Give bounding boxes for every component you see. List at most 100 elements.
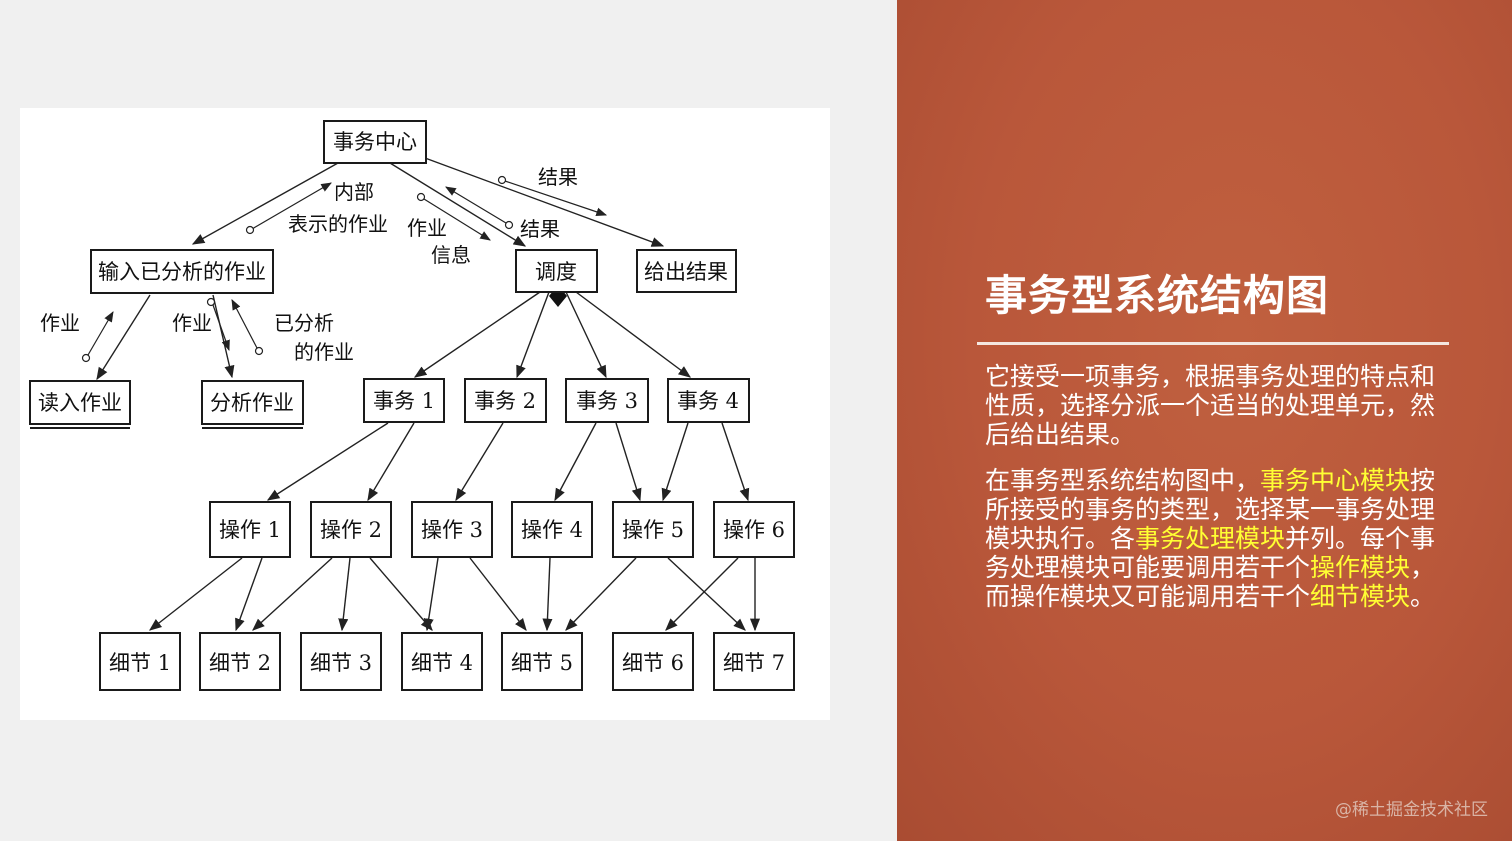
svg-text:细节 2: 细节 2 bbox=[209, 651, 271, 675]
para-text: 按所接受的事务的类型，选择某一事务处理模块执行。各 bbox=[985, 466, 1436, 553]
edge-o2-d2 bbox=[252, 557, 333, 631]
svg-text:操作 1: 操作 1 bbox=[219, 518, 281, 542]
edge-o4-d5 bbox=[542, 557, 553, 632]
edge-o2-d4 bbox=[369, 557, 433, 631]
edge-t1-o2 bbox=[367, 422, 415, 502]
node-operation-1: 操作 1 bbox=[209, 501, 291, 558]
node-transaction-2: 事务 2 bbox=[464, 378, 547, 423]
flow-internal-job bbox=[251, 182, 332, 230]
flow-internal-job-ring bbox=[245, 225, 255, 235]
svg-text:事务 1: 事务 1 bbox=[373, 389, 435, 413]
edge-t4-o5 bbox=[661, 422, 689, 502]
label-job-read: 作业 bbox=[40, 311, 80, 335]
flow-job-read-ring bbox=[81, 353, 91, 363]
node-detail-3: 细节 3 bbox=[300, 632, 382, 691]
node-read-job: 读入作业 bbox=[29, 380, 131, 429]
node-detail-4: 细节 4 bbox=[401, 632, 483, 691]
flow-job-analyze bbox=[212, 304, 230, 352]
flow-labels: 内部 表示的作业 作业 信息 结果 结果 作业 作业 已分析 的作业 bbox=[40, 165, 578, 364]
flow-job-read bbox=[87, 311, 114, 356]
flow-analyzed-job bbox=[231, 299, 258, 349]
diagram-panel: 内部 表示的作业 作业 信息 结果 结果 作业 作业 已分析 的作业 事务中心 … bbox=[20, 108, 830, 720]
para-text: 。 bbox=[1410, 582, 1436, 611]
label-result-dispatch: 结果 bbox=[520, 217, 560, 241]
svg-text:分析作业: 分析作业 bbox=[210, 391, 294, 415]
svg-text:事务 2: 事务 2 bbox=[474, 389, 536, 413]
node-operation-6: 操作 6 bbox=[713, 501, 795, 558]
flow-result-output bbox=[504, 180, 608, 216]
flow-analyzed-job-ring bbox=[254, 346, 264, 356]
para-text: 并列。每个事务处理模块可能要调用若干个 bbox=[985, 524, 1436, 582]
node-transaction-4: 事务 4 bbox=[667, 378, 750, 423]
explanation-paragraph: 在事务型系统结构图中，事务中心模块按所接受的事务的类型，选择某一事务处理模块执行… bbox=[985, 466, 1445, 611]
svg-text:细节 1: 细节 1 bbox=[109, 651, 171, 675]
highlight-detail-module: 细节模块 bbox=[1310, 582, 1411, 611]
edge-o1-d1 bbox=[149, 557, 243, 631]
edge-o5-d5 bbox=[565, 557, 637, 631]
flow-result-output-ring bbox=[497, 175, 507, 185]
label-internal-2: 表示的作业 bbox=[288, 212, 388, 236]
node-operation-2: 操作 2 bbox=[310, 501, 392, 558]
flow-job-info-ring bbox=[416, 192, 426, 202]
svg-text:操作 3: 操作 3 bbox=[421, 518, 483, 542]
edge-o3-d5 bbox=[469, 557, 527, 631]
flow-result-dispatch bbox=[445, 186, 507, 224]
svg-text:调度: 调度 bbox=[535, 260, 577, 284]
edge-dispatch-t3 bbox=[565, 291, 607, 379]
label-internal-1: 内部 bbox=[334, 180, 374, 204]
node-transaction-3: 事务 3 bbox=[565, 378, 649, 423]
node-dispatch: 调度 bbox=[515, 249, 598, 293]
label-job-info-2: 信息 bbox=[431, 243, 471, 267]
svg-text:输入已分析的作业: 输入已分析的作业 bbox=[98, 260, 266, 284]
edge-o1-d2 bbox=[235, 557, 263, 632]
highlight-operation-module: 操作模块 bbox=[1310, 553, 1411, 582]
edge-t3-o4 bbox=[554, 422, 597, 502]
edge-dispatch-t1 bbox=[413, 291, 541, 378]
flow-job-analyze-ring bbox=[206, 297, 216, 307]
svg-text:事务中心: 事务中心 bbox=[333, 130, 417, 154]
edge-input-read bbox=[96, 294, 151, 381]
para-text: ，而操作模块又可能调用若干个 bbox=[985, 553, 1436, 611]
node-transaction-1: 事务 1 bbox=[363, 378, 445, 423]
node-detail-7: 细节 7 bbox=[713, 632, 795, 691]
svg-text:给出结果: 给出结果 bbox=[644, 260, 728, 284]
edge-t4-o6 bbox=[721, 422, 750, 502]
para-text: 在事务型系统结构图中， bbox=[985, 466, 1261, 495]
edge-dispatch-t4 bbox=[575, 291, 692, 378]
node-operation-4: 操作 4 bbox=[511, 501, 593, 558]
svg-text:操作 5: 操作 5 bbox=[622, 518, 684, 542]
edge-t3-o5 bbox=[615, 422, 642, 502]
title-divider bbox=[977, 342, 1449, 345]
data-flows bbox=[81, 175, 608, 363]
node-detail-5: 细节 5 bbox=[501, 632, 583, 691]
highlight-center-module: 事务中心模块 bbox=[1260, 466, 1411, 495]
edge-t2-o3 bbox=[455, 422, 504, 502]
svg-text:细节 4: 细节 4 bbox=[411, 651, 473, 675]
edge-center-input bbox=[191, 162, 339, 245]
node-analyze-job: 分析作业 bbox=[201, 380, 304, 429]
node-transaction-center: 事务中心 bbox=[323, 120, 427, 164]
node-detail-1: 细节 1 bbox=[99, 632, 181, 691]
svg-text:操作 6: 操作 6 bbox=[723, 518, 785, 542]
flow-result-dispatch-ring bbox=[504, 220, 514, 230]
call-edges bbox=[96, 157, 761, 632]
node-operation-3: 操作 3 bbox=[411, 501, 493, 558]
description-panel: 事务型系统结构图 它接受一项事务，根据事务处理的特点和性质，选择分派一个适当的处… bbox=[897, 0, 1512, 841]
svg-text:事务 3: 事务 3 bbox=[576, 389, 638, 413]
flow-job-info bbox=[423, 198, 491, 241]
edge-o2-d3 bbox=[338, 557, 351, 632]
watermark: @稀土掘金技术社区 bbox=[1335, 800, 1488, 820]
edge-t1-o1 bbox=[266, 422, 389, 501]
svg-text:细节 5: 细节 5 bbox=[511, 651, 573, 675]
edge-o3-d4 bbox=[423, 557, 439, 632]
svg-text:细节 3: 细节 3 bbox=[310, 651, 372, 675]
highlight-transaction-module: 事务处理模块 bbox=[1135, 524, 1286, 553]
label-analyzed-1: 已分析 bbox=[274, 311, 334, 335]
svg-text:操作 4: 操作 4 bbox=[521, 518, 583, 542]
node-detail-6: 细节 6 bbox=[612, 632, 694, 691]
slide-title: 事务型系统结构图 bbox=[985, 271, 1330, 320]
svg-text:事务 4: 事务 4 bbox=[677, 389, 739, 413]
transaction-structure-diagram: 内部 表示的作业 作业 信息 结果 结果 作业 作业 已分析 的作业 事务中心 … bbox=[29, 120, 795, 691]
label-analyzed-2: 的作业 bbox=[294, 340, 354, 364]
svg-text:细节 7: 细节 7 bbox=[723, 651, 785, 675]
